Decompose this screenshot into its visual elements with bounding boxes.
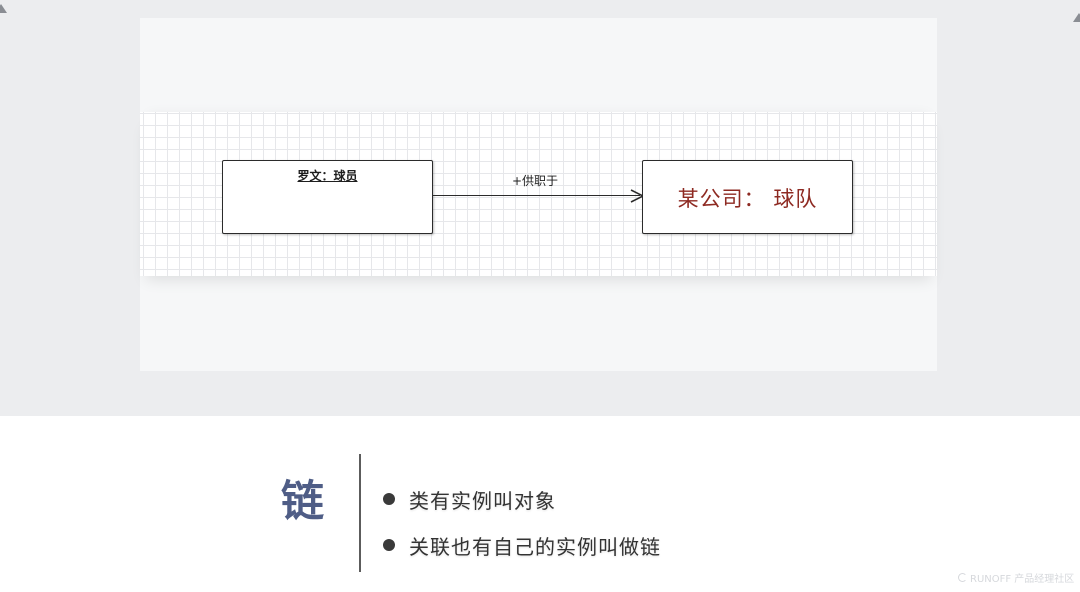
object-box-player[interactable]: 罗文：球员 <box>222 160 433 234</box>
bullet-dot-icon <box>383 493 395 505</box>
corner-triangle-icon <box>0 4 7 13</box>
vertical-divider <box>359 454 361 572</box>
watermark-text: RUNOFF 产品经理社区 <box>970 574 1075 585</box>
bullet-dot-icon <box>383 539 395 551</box>
association-label: +供职于 <box>512 174 559 188</box>
object-title-team: 某公司： 球队 <box>677 187 818 211</box>
bullet-text: 类有实例叫对象 <box>409 488 556 513</box>
bullet-item: 关联也有自己的实例叫做链 <box>383 522 661 568</box>
corner-triangle-icon <box>1073 13 1080 22</box>
object-title-player: 罗文：球员 <box>297 169 358 183</box>
watermark-logo-icon <box>958 573 967 582</box>
bullet-item: 类有实例叫对象 <box>383 476 661 522</box>
object-box-team[interactable]: 某公司： 球队 <box>642 160 853 234</box>
watermark: RUNOFF 产品经理社区 <box>958 570 1074 585</box>
bullet-list: 类有实例叫对象 关联也有自己的实例叫做链 <box>383 476 661 568</box>
term-heading: 链 <box>281 477 324 527</box>
bullet-text: 关联也有自己的实例叫做链 <box>409 534 661 559</box>
association-line[interactable] <box>433 195 640 196</box>
caption-area <box>0 416 1080 592</box>
